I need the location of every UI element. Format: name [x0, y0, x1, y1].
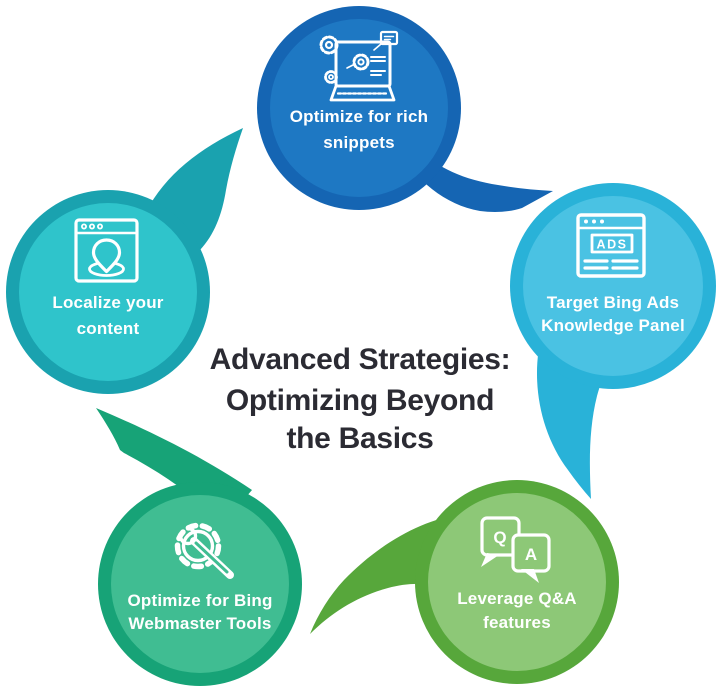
- ads-label: ADS: [597, 238, 628, 252]
- node-optimize-rich-snippets: Optimize for rich snippets: [257, 6, 461, 210]
- gear-small-hub: [328, 74, 334, 80]
- title-line: the Basics: [286, 422, 433, 455]
- a-letter: A: [525, 545, 537, 564]
- node-fill: [523, 196, 703, 376]
- wrench-handle-inner: [194, 541, 229, 574]
- node-label-line: Optimize for Bing: [127, 591, 272, 610]
- node-label-line: Webmaster Tools: [128, 614, 271, 633]
- gear-body: [181, 529, 215, 563]
- browser-dot: [89, 223, 96, 230]
- node-fill: [270, 19, 448, 197]
- gear-small: [324, 70, 338, 84]
- laptop-gears-icon: [319, 30, 399, 102]
- node-label-line: Leverage Q&A: [457, 589, 577, 608]
- browser-dot: [600, 219, 604, 224]
- browser-dot: [81, 223, 88, 230]
- connector-line: [373, 43, 382, 51]
- title-line: Advanced Strategies:: [210, 343, 511, 376]
- node-fill: [19, 203, 197, 381]
- node-label-line: Target Bing Ads: [547, 293, 679, 312]
- gear-teeth: [174, 522, 222, 570]
- laptop-keyboard: [329, 84, 396, 102]
- center-title: Advanced Strategies: Optimizing Beyond t…: [210, 343, 511, 455]
- gear-medium: [352, 53, 370, 71]
- gear-wrench-icon: [174, 522, 234, 579]
- node-label-line: Knowledge Panel: [541, 316, 685, 335]
- connector-line: [346, 63, 356, 69]
- browser-frame: [74, 218, 139, 283]
- title-line: Optimizing Beyond: [226, 384, 494, 417]
- browser-dot: [584, 219, 588, 224]
- node-label-line: snippets: [323, 133, 395, 152]
- node-leverage-qa-features: Q A Leverage Q&A features: [415, 480, 619, 684]
- ads-box: [590, 233, 634, 254]
- ads-browser-icon: ADS: [576, 213, 646, 278]
- connector-rich-snippets-to-bing-ads: [398, 147, 553, 212]
- gear-large-hub: [324, 40, 334, 50]
- node-bing-webmaster-tools: Optimize for Bing Webmaster Tools: [98, 482, 302, 686]
- location-pin: [91, 238, 122, 274]
- node-label-line: features: [483, 613, 551, 632]
- node-target-bing-ads: ADS Target Bing Ads Knowledge Panel: [510, 183, 716, 389]
- q-letter: Q: [493, 528, 506, 547]
- question-bubble-tail: [481, 553, 499, 567]
- gear-medium-hub: [357, 58, 365, 66]
- browser-dot: [97, 223, 104, 230]
- browser-dot: [592, 219, 596, 224]
- wrench-head: [178, 526, 198, 546]
- gear-large: [319, 35, 339, 55]
- qa-bubbles-icon: Q A: [480, 516, 551, 583]
- browser-frame: [576, 213, 646, 278]
- node-localize-your-content: Localize your content: [6, 190, 210, 394]
- node-label-line: Localize your: [52, 293, 163, 312]
- node-label-line: content: [77, 319, 140, 338]
- browser-pin-icon: [74, 218, 139, 283]
- node-fill: [111, 495, 289, 673]
- node-label-line: Optimize for rich: [290, 107, 428, 126]
- popup-window: [379, 30, 399, 46]
- answer-bubble-tail: [521, 569, 539, 583]
- node-fill: [428, 493, 606, 671]
